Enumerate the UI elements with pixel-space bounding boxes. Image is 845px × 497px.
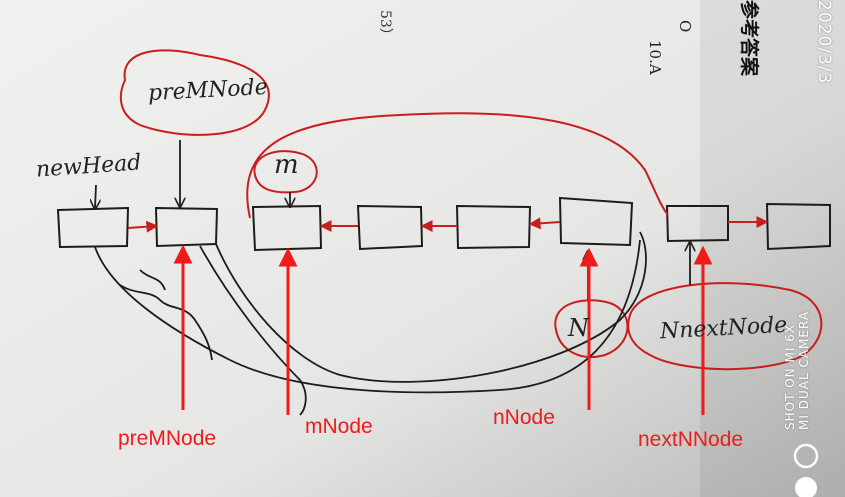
ellipse-premnode-text	[119, 49, 270, 136]
printed-page-ref: 53）	[377, 10, 393, 42]
link-nnode-node5	[528, 217, 561, 230]
black-pointers	[94, 140, 690, 416]
printed-answer-no: 10.A	[646, 40, 664, 75]
hand-m: m	[274, 150, 299, 180]
node-box-nextnnode	[665, 205, 729, 243]
scribble-left	[119, 284, 213, 361]
label-premnode: preMNode	[118, 427, 217, 450]
printed-heading: 参考答案	[738, 0, 760, 77]
node-box-mnode	[251, 204, 323, 252]
scribble-b	[139, 269, 166, 291]
label-nnode: nNode	[493, 406, 555, 429]
node-box-nnode	[558, 196, 634, 247]
ellipse-m	[253, 150, 318, 194]
node-box-5	[455, 204, 532, 250]
shutter-circle-outline	[793, 443, 819, 469]
curve-a	[94, 239, 641, 394]
pointer-newhead	[95, 184, 96, 208]
shutter-circle-filled	[795, 477, 817, 497]
printed-option-o: O	[676, 20, 694, 33]
red-loop-top	[246, 112, 669, 219]
node-box-last	[765, 202, 831, 251]
label-mnode: mNode	[305, 415, 373, 438]
watermark-line2: MI DUAL CAMERA	[797, 310, 811, 430]
hand-n: N	[568, 314, 589, 342]
link-newhead-premnode	[127, 220, 159, 233]
label-arrows	[173, 244, 713, 415]
red-links	[119, 49, 823, 371]
ellipse-nextnode-text	[627, 282, 823, 371]
node-box-newhead	[56, 206, 130, 249]
node-box-4	[356, 204, 424, 251]
curve-b	[215, 231, 647, 383]
list-node-boxes	[56, 196, 831, 252]
label-nextnnode: nextNNode	[638, 428, 744, 451]
photo-timestamp: 2020/3/3	[814, 0, 834, 85]
